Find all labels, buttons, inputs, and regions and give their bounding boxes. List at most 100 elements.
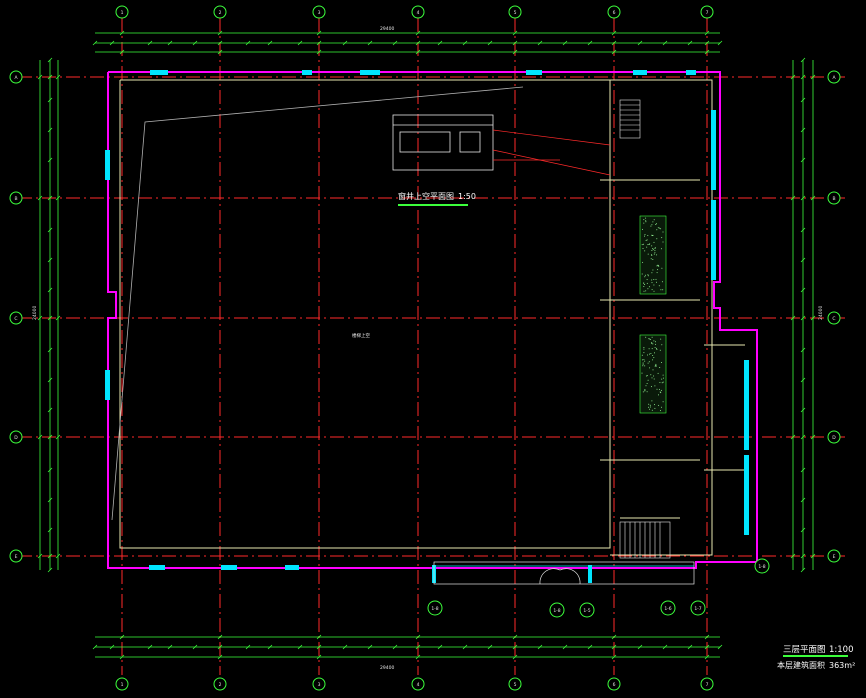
- hatch-dot: [642, 391, 644, 393]
- dimension-tick: [367, 644, 373, 650]
- grid-lines: [18, 18, 845, 675]
- hatch-dot: [647, 379, 649, 381]
- dimension-tick: [611, 40, 617, 46]
- axis-bubble-top: 7: [700, 5, 714, 19]
- hatch-dot: [644, 390, 646, 392]
- detail-tag-bubble-label: 1-7: [694, 606, 701, 612]
- dimension-tick: [512, 644, 518, 650]
- axis-bubble-left-label: A: [14, 75, 18, 81]
- hatch-dot: [646, 279, 648, 280]
- hatch-dot: [648, 361, 650, 363]
- bottom-total-dimension: 29400: [380, 665, 394, 671]
- dimension-tick: [316, 40, 322, 46]
- dimension-tick: [392, 644, 398, 650]
- dimension-tick: [167, 644, 173, 650]
- dimension-tick: [512, 49, 518, 55]
- hatch-dot: [648, 286, 650, 288]
- sub-plan-scale: 1:50: [458, 192, 476, 201]
- dimension-tick: [47, 97, 53, 103]
- dimension-tick: [810, 434, 816, 440]
- dimension-tick: [119, 49, 125, 55]
- axis-bubble-left: B: [9, 191, 23, 205]
- dimension-tick: [800, 497, 806, 503]
- dimension-tick: [800, 227, 806, 233]
- dimension-tick: [704, 30, 710, 36]
- dimension-tick: [512, 30, 518, 36]
- hatch-dot: [662, 289, 664, 291]
- axis-bubble-right-label: D: [832, 435, 836, 441]
- dimension-tick: [47, 553, 53, 559]
- dimension-tick: [47, 74, 53, 80]
- dimension-tick: [47, 157, 53, 163]
- hatch-dot: [652, 343, 654, 345]
- hatch-dot: [660, 228, 662, 230]
- hatch-dot: [661, 281, 663, 283]
- dimension-tick: [217, 654, 223, 660]
- hatch-dot: [653, 241, 655, 243]
- hatch-dot: [643, 348, 645, 350]
- axis-bubble-bottom-label: 4: [417, 682, 420, 688]
- hatch-dot: [661, 406, 662, 408]
- dimension-tick: [415, 49, 421, 55]
- hatch-dot: [646, 383, 648, 384]
- axis-bubble-top: 2: [213, 5, 227, 19]
- dimension-tick: [800, 467, 806, 473]
- hatch-dot: [656, 281, 657, 283]
- hatch-dot: [656, 238, 658, 240]
- hatch-dot: [644, 250, 646, 252]
- dimension-tick: [47, 407, 53, 413]
- dimension-tick: [704, 654, 710, 660]
- dimension-tick: [800, 157, 806, 163]
- dimension-tick: [55, 195, 61, 201]
- hatch-dot: [655, 363, 657, 365]
- hatch-dot: [649, 353, 651, 355]
- hatch-dot: [654, 404, 655, 406]
- hatch-dot: [656, 229, 658, 231]
- dimension-tick: [367, 40, 373, 46]
- axis-bubble-left-label: E: [15, 554, 18, 560]
- hatch-dot: [647, 275, 649, 277]
- hatch-dot: [643, 222, 645, 224]
- hatch-dot: [644, 235, 645, 237]
- dimension-tick: [587, 644, 593, 650]
- dimension-tick: [415, 30, 421, 36]
- dimension-tick: [342, 644, 348, 650]
- dimension-tick: [462, 40, 468, 46]
- plan-scale: 1:100: [829, 645, 854, 655]
- dimension-tick: [47, 195, 53, 201]
- dimension-tick: [800, 527, 806, 533]
- hatch-dot: [660, 338, 662, 340]
- dimension-tick: [217, 40, 223, 46]
- dimension-tick: [167, 40, 173, 46]
- hatch-dot: [654, 352, 655, 354]
- dimension-tick: [192, 644, 198, 650]
- hatch-dot: [646, 391, 648, 393]
- hatch-dot: [645, 375, 647, 377]
- hatch-dot: [653, 290, 655, 292]
- hatch-dot: [647, 244, 649, 246]
- dimension-tick: [217, 634, 223, 640]
- dimension-tick: [562, 40, 568, 46]
- dimension-tick: [810, 195, 816, 201]
- dimension-tick: [245, 40, 251, 46]
- window-well-detail: [392, 114, 494, 171]
- hatch-dot: [653, 219, 655, 221]
- hatch-dot: [647, 274, 649, 276]
- dimension-tick: [800, 127, 806, 133]
- hatch-dot: [660, 392, 662, 394]
- dimension-tick: [109, 40, 115, 46]
- hatch-dot: [656, 349, 658, 350]
- hatch-dot: [652, 269, 654, 271]
- hatch-dot: [656, 265, 658, 267]
- dimension-tick: [415, 634, 421, 640]
- hatch-dot: [657, 227, 659, 229]
- dimension-tick: [717, 644, 723, 650]
- dimension-tick: [37, 195, 43, 201]
- dimension-tick: [47, 287, 53, 293]
- dimension-tick: [800, 553, 806, 559]
- dimension-tick: [415, 644, 421, 650]
- hatch-dot: [649, 367, 651, 369]
- hatch-dot: [651, 250, 653, 251]
- hatch-dot: [651, 245, 653, 247]
